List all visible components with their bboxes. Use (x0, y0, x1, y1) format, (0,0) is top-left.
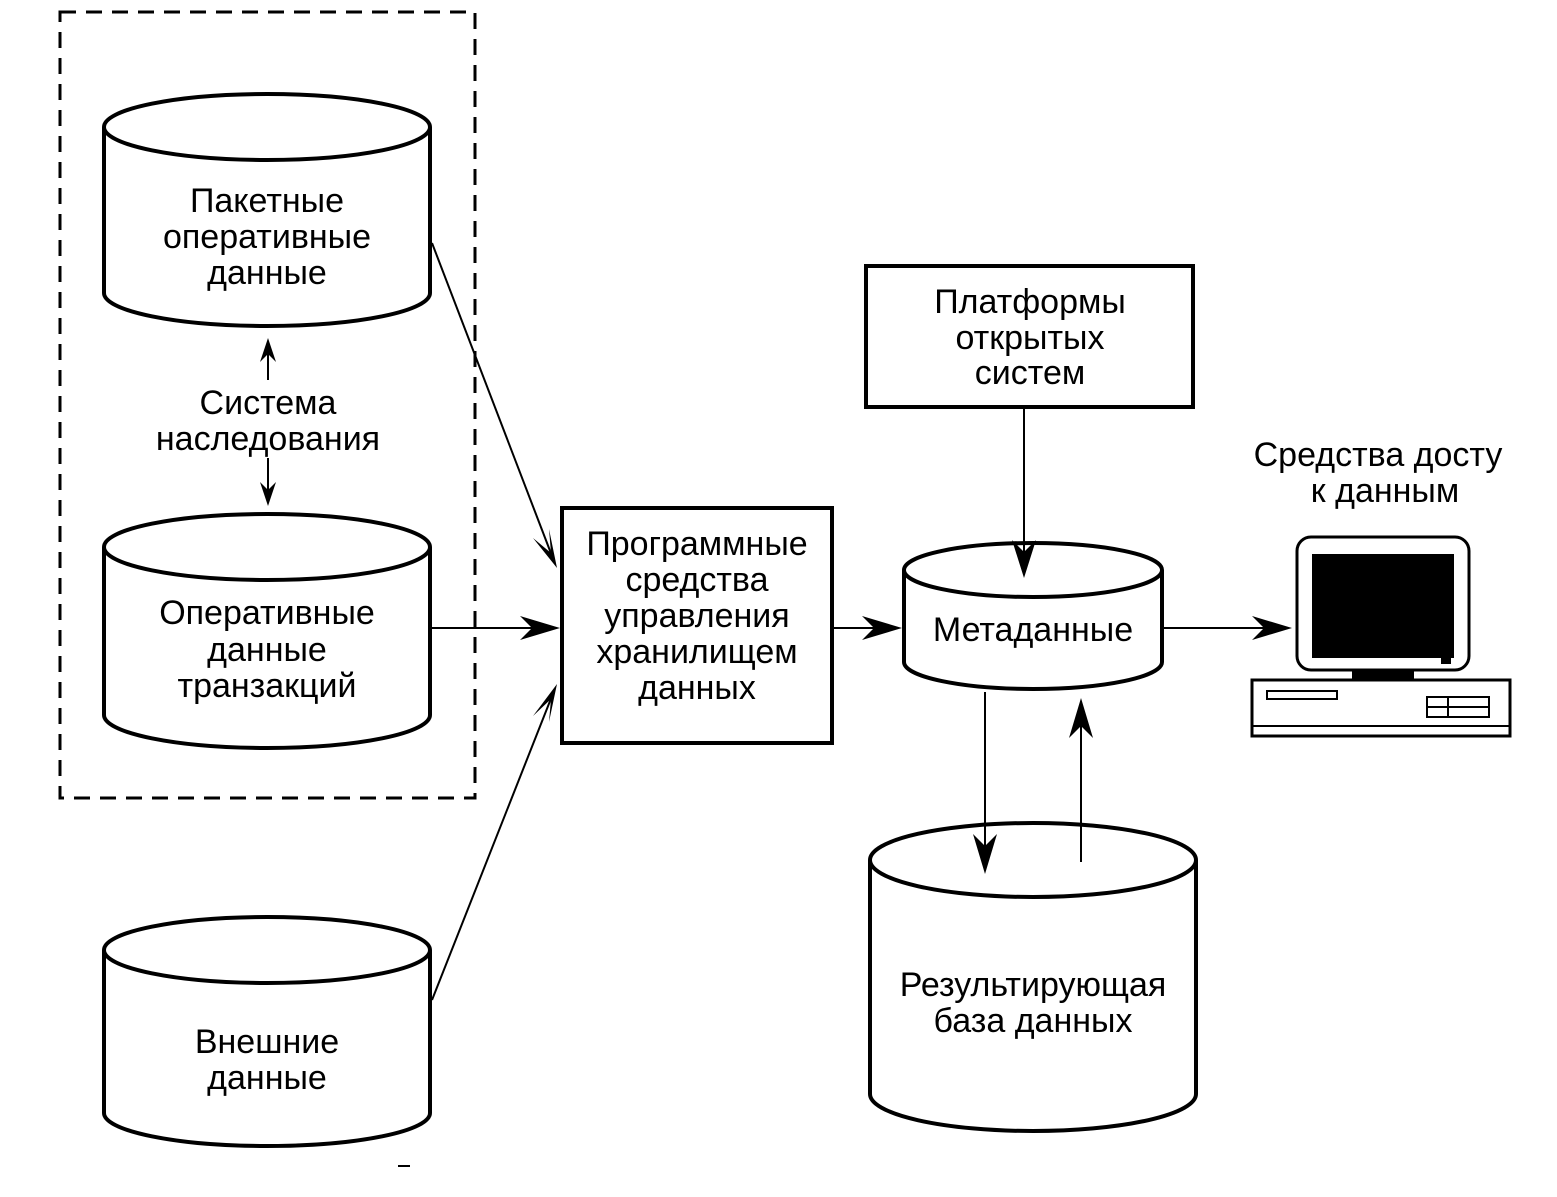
arrow-result-to-metadata (1069, 698, 1093, 862)
batch-data-label-2: оперативные (163, 218, 371, 256)
transaction-data-label-3: транзакций (178, 667, 357, 705)
arrow-platforms-to-metadata (1012, 409, 1036, 578)
batch-data-cylinder: Пакетные оперативные данные (102, 92, 432, 328)
batch-data-label-3: данные (207, 254, 327, 292)
warehouse-software-label-2: средства (625, 561, 768, 599)
result-db-cylinder: Результирующая база данных (868, 821, 1198, 1133)
transaction-data-label-2: данные (207, 631, 327, 669)
warehouse-software-label-5: данных (638, 669, 756, 707)
arrow-metadata-to-result (973, 692, 997, 874)
legacy-system-label-2: наследования (156, 420, 380, 458)
legacy-double-arrow (260, 338, 276, 506)
metadata-label: Метаданные (933, 611, 1133, 649)
open-platforms-label-1: Платформы (934, 283, 1126, 321)
arrow-transactions-to-software (432, 616, 560, 640)
warehouse-software-label-3: управления (604, 597, 789, 635)
access-tools-label-2: к данным (1311, 472, 1459, 510)
warehouse-software-label-4: хранилищем (596, 633, 797, 671)
external-data-label-1: Внешние (195, 1023, 339, 1061)
computer-icon (1250, 535, 1512, 738)
arrow-external-to-software (431, 684, 557, 1001)
external-data-cylinder: Внешние данные (102, 915, 432, 1148)
legacy-system-frame (58, 10, 477, 800)
transaction-data-cylinder: Оперативные данные транзакций (102, 512, 432, 750)
transaction-data-label-1: Оперативные (159, 594, 375, 632)
legacy-system-label-1: Система (200, 384, 337, 422)
arrow-metadata-to-access (1164, 616, 1292, 640)
warehouse-software-box: Программные средства управления хранилищ… (560, 506, 834, 745)
open-platforms-label-2: открытых (956, 319, 1105, 357)
arrow-batch-to-software (431, 242, 557, 568)
metadata-cylinder: Метаданные (902, 541, 1164, 691)
result-db-label-2: база данных (934, 1002, 1133, 1040)
access-tools-label-1: Средства досту (1254, 436, 1503, 474)
batch-data-label-1: Пакетные (190, 182, 344, 220)
open-platforms-label-3: систем (975, 354, 1085, 392)
arrow-software-to-metadata (834, 616, 902, 640)
result-db-label-1: Результирующая (900, 966, 1167, 1004)
open-platforms-box: Платформы открытых систем (864, 264, 1195, 409)
warehouse-software-label-1: Программные (586, 525, 807, 563)
external-data-label-2: данные (207, 1059, 327, 1097)
